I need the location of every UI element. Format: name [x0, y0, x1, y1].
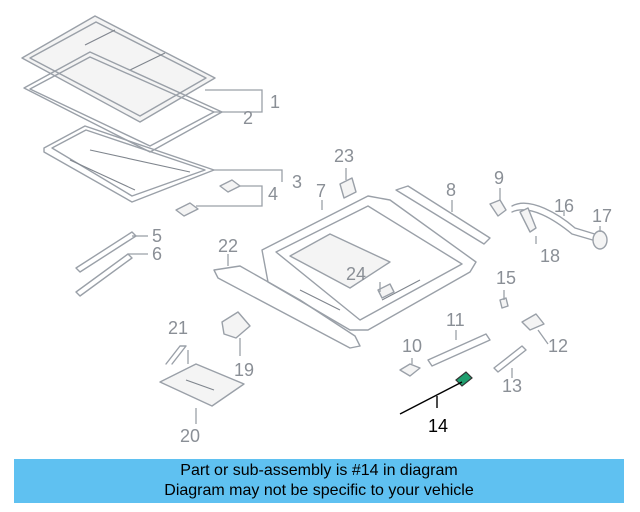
part-8-rail	[395, 185, 491, 245]
callout-12: 12	[548, 336, 568, 356]
callout-20: 20	[180, 426, 200, 446]
part-4-clips	[175, 179, 241, 217]
callout-8: 8	[446, 180, 456, 200]
callout-16: 16	[554, 196, 574, 216]
callout-3: 3	[292, 172, 302, 192]
leader-line-14	[399, 381, 463, 415]
callout-10: 10	[402, 336, 422, 356]
sunroof-parts-diagram: 1 2 3 4 5 6 7 8 9 10 11 12 13 14 15 16 1…	[21, 15, 612, 446]
leader-lines	[128, 89, 601, 424]
part-20-plate	[159, 363, 245, 407]
part-18-clip	[519, 207, 537, 233]
banner-line-1: Part or sub-assembly is #14 in diagram	[180, 462, 458, 479]
part-24-motor-clip	[377, 283, 395, 299]
part-22-trough	[213, 265, 361, 349]
callout-21: 21	[168, 318, 188, 338]
part-7-housing	[261, 195, 477, 331]
callout-19: 19	[234, 360, 254, 380]
part-13-rail	[493, 345, 527, 373]
callout-23: 23	[334, 146, 354, 166]
callout-17: 17	[592, 206, 612, 226]
part-23-cover	[339, 177, 357, 199]
callout-7: 7	[316, 181, 326, 201]
callout-14: 14	[428, 416, 448, 436]
part-3-frame	[43, 125, 215, 203]
part-10-pad	[399, 363, 421, 377]
callout-1: 1	[270, 92, 280, 112]
callout-11: 11	[446, 310, 465, 330]
part-21-cable	[165, 345, 187, 365]
callout-24: 24	[346, 264, 366, 284]
part-9-bracket	[489, 199, 507, 217]
callout-9: 9	[494, 168, 504, 188]
callout-18: 18	[540, 246, 560, 266]
info-banner: Part or sub-assembly is #14 in diagram D…	[14, 459, 624, 503]
part-6-rail	[75, 253, 133, 297]
callout-22: 22	[218, 236, 238, 256]
part-12-bracket	[521, 313, 545, 331]
callout-2: 2	[243, 108, 253, 128]
part-17-grommet	[592, 230, 608, 250]
callout-15: 15	[496, 268, 516, 288]
part-5-rail	[75, 231, 137, 273]
part-19-motor	[221, 311, 251, 339]
banner-line-2: Diagram may not be specific to your vehi…	[164, 482, 474, 499]
part-11-guide	[427, 333, 491, 367]
callout-5: 5	[152, 226, 162, 246]
callout-6: 6	[152, 244, 162, 264]
part-16-hose	[511, 202, 599, 242]
callout-4: 4	[268, 184, 278, 204]
callout-13: 13	[502, 376, 522, 396]
